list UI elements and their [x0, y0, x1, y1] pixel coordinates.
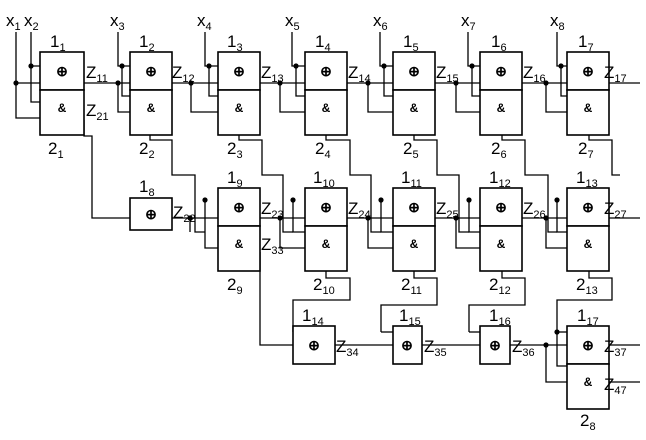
gate-block: ⊕ 115 Z35: [393, 306, 447, 364]
xor-gate-label: 18: [139, 177, 155, 199]
input-label: x1: [6, 11, 21, 33]
xor-gate-label: 15: [403, 32, 419, 54]
xor-gate-label: 11: [50, 32, 66, 54]
xor-gate-label: 13: [227, 32, 243, 54]
and-symbol: &: [58, 101, 67, 115]
gate-block: ⊕ 116 Z36: [480, 306, 535, 364]
and-symbol: &: [235, 237, 244, 251]
and-gate-label: 21: [48, 139, 64, 161]
and-symbol: &: [584, 101, 593, 115]
xor-gate-label: 112: [489, 168, 511, 190]
xor-symbol: ⊕: [408, 199, 420, 215]
xor-symbol: ⊕: [495, 199, 507, 215]
and-gate-label: 22: [139, 139, 155, 161]
and-symbol: &: [322, 237, 331, 251]
input-labels: x1 x2 x3 x4 x5 x6 x7 x8: [6, 11, 565, 33]
output-label: Z25: [436, 199, 459, 221]
output-label: Z14: [348, 63, 371, 85]
xor-gate-label: 12: [139, 32, 155, 54]
xor-symbol: ⊕: [233, 63, 245, 79]
output-label: Z13: [261, 63, 284, 85]
gate-block: ⊕ & 11 21 Z11 Z21: [40, 32, 109, 161]
output-label: Z12: [172, 63, 195, 85]
gate-block: ⊕ & 117 28 Z37 Z47: [567, 306, 627, 433]
xor-gate-label: 116: [489, 306, 511, 328]
xor-gate-label: 19: [227, 168, 243, 190]
input-label: x4: [197, 11, 212, 33]
and-gate-label: 28: [580, 411, 596, 433]
gate-block: ⊕ & 14 24 Z14: [305, 32, 371, 161]
xor-gate-label: 117: [577, 306, 599, 328]
and-symbol: &: [497, 101, 506, 115]
output-label: Z47: [604, 375, 627, 397]
xor-symbol: ⊕: [408, 63, 420, 79]
xor-symbol: ⊕: [145, 63, 157, 79]
and-symbol: &: [584, 375, 593, 389]
xor-symbol: ⊕: [401, 337, 413, 353]
gate-block: ⊕ & 12 22 Z12: [130, 32, 195, 161]
and-gate-label: 24: [315, 139, 331, 161]
input-label: x3: [110, 11, 125, 33]
gate-block: ⊕ & 17 27 Z17: [567, 32, 627, 161]
and-gate-label: 25: [403, 139, 419, 161]
xor-gate-label: 113: [576, 168, 598, 190]
gate-block: ⊕ & 16 26 Z16: [480, 32, 546, 161]
input-label: x2: [24, 11, 39, 33]
and-symbol: &: [410, 237, 419, 251]
output-label: Z17: [604, 63, 627, 85]
output-label: Z26: [523, 199, 546, 221]
and-symbol: &: [322, 101, 331, 115]
input-label: x6: [373, 11, 388, 33]
output-label: Z23: [261, 199, 284, 221]
output-label: Z22: [173, 203, 196, 225]
gate-block: ⊕ & 15 25 Z15: [393, 32, 459, 161]
input-label: x7: [461, 11, 476, 33]
gate-block: ⊕ 18 Z22: [130, 177, 196, 230]
and-symbol: &: [235, 101, 244, 115]
xor-gate-label: 14: [315, 32, 331, 54]
output-label: Z15: [436, 63, 459, 85]
xor-symbol: ⊕: [308, 337, 320, 353]
output-label: Z11: [86, 63, 108, 85]
xor-symbol: ⊕: [145, 206, 157, 222]
xor-symbol: ⊕: [56, 63, 68, 79]
xor-gate-label: 17: [578, 32, 594, 54]
xor-symbol: ⊕: [320, 63, 332, 79]
gate-block: ⊕ & 13 23 Z13: [218, 32, 284, 161]
and-gate-label: 29: [227, 275, 243, 297]
xor-symbol: ⊕: [582, 199, 594, 215]
and-gate-label: 26: [491, 139, 507, 161]
xor-gate-label: 111: [401, 168, 422, 190]
and-gate-label: 27: [578, 139, 594, 161]
xor-gate-label: 16: [491, 32, 507, 54]
xor-symbol: ⊕: [320, 199, 332, 215]
input-label: x5: [285, 11, 300, 33]
xor-symbol: ⊕: [495, 63, 507, 79]
output-label: Z35: [424, 337, 447, 359]
xor-gate-label: 110: [313, 168, 335, 190]
output-label: Z37: [604, 337, 627, 359]
xor-symbol: ⊕: [233, 199, 245, 215]
xor-symbol: ⊕: [582, 337, 594, 353]
gate-block: ⊕ & 19 29 Z23 Z33: [218, 168, 284, 297]
output-label: Z16: [523, 63, 546, 85]
output-label: Z27: [604, 199, 627, 221]
and-symbol: &: [410, 101, 419, 115]
output-label: Z34: [336, 337, 359, 359]
output-label: Z24: [348, 199, 371, 221]
output-label: Z36: [512, 337, 535, 359]
and-gate-label: 23: [227, 139, 243, 161]
output-label: Z21: [86, 101, 109, 123]
gate-block: ⊕ 114 Z34: [293, 306, 359, 364]
xor-symbol: ⊕: [582, 63, 594, 79]
xor-gate-label: 115: [399, 306, 421, 328]
and-symbol: &: [497, 237, 506, 251]
xor-symbol: ⊕: [489, 337, 501, 353]
input-label: x8: [550, 11, 565, 33]
and-symbol: &: [584, 237, 593, 251]
xor-gate-label: 114: [302, 306, 324, 328]
and-symbol: &: [147, 101, 156, 115]
